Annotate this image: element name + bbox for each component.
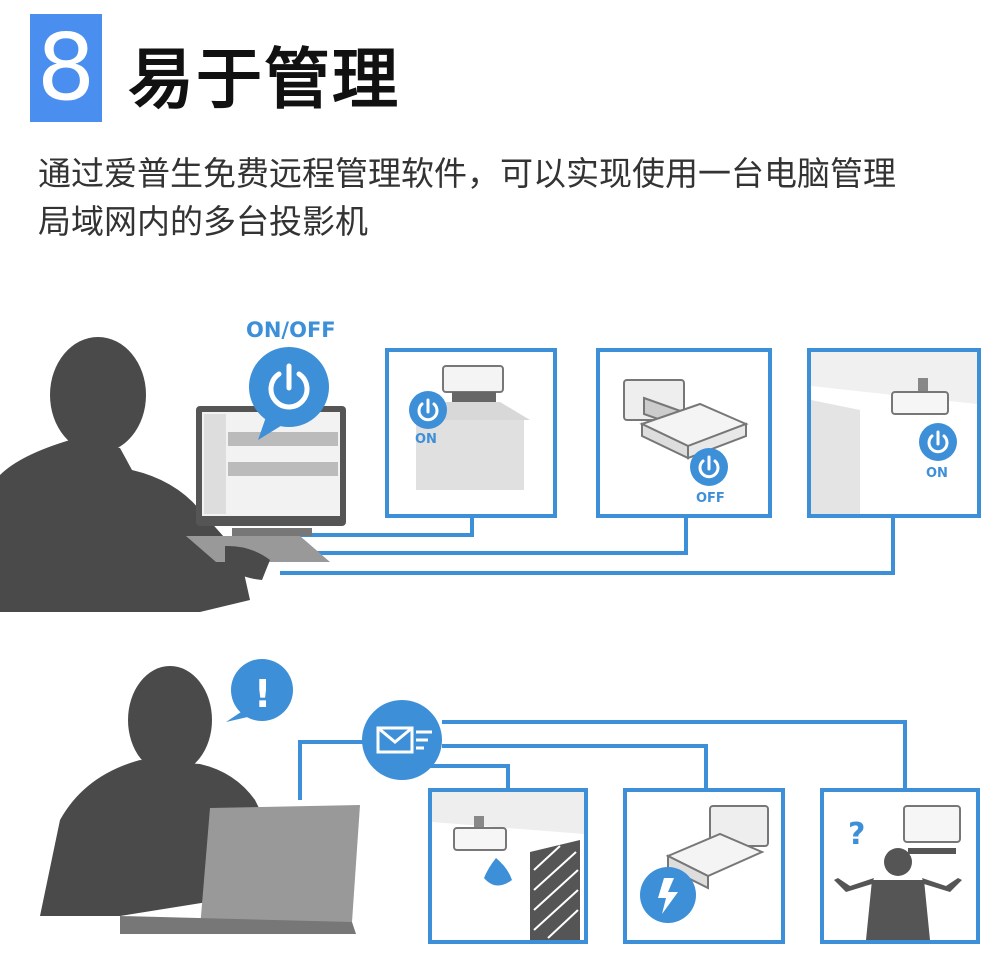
section-number-badge: 8 bbox=[30, 14, 102, 122]
projector-3-state: ON bbox=[926, 466, 948, 481]
projector-panel-1: ON bbox=[385, 348, 557, 518]
alert-panel-2 bbox=[623, 788, 785, 944]
projector-panel-2: OFF bbox=[596, 348, 772, 518]
question-symbol: ? bbox=[848, 817, 865, 852]
projector-panel-3: ON bbox=[807, 348, 981, 518]
alert-symbol: ! bbox=[254, 672, 271, 716]
alert-panel-1 bbox=[428, 788, 588, 944]
confused-person-icon bbox=[834, 848, 962, 940]
person-silhouette-top bbox=[0, 337, 250, 612]
description-line-2: 局域网内的多台投影机 bbox=[38, 202, 368, 241]
power-callout: ON/OFF bbox=[246, 318, 336, 440]
network-lines-bottom bbox=[298, 720, 907, 800]
section-description: 通过爱普生免费远程管理软件，可以实现使用一台电脑管理 局域网内的多台投影机 bbox=[38, 150, 978, 246]
laptop bbox=[120, 805, 360, 934]
power-icon bbox=[698, 455, 720, 479]
description-line-1: 通过爱普生免费远程管理软件，可以实现使用一台电脑管理 bbox=[38, 154, 896, 193]
power-icon bbox=[417, 398, 439, 422]
mail-icon bbox=[362, 700, 442, 780]
power-icon bbox=[268, 363, 310, 410]
projector-2-state: OFF bbox=[696, 491, 725, 506]
section-title: 易于管理 bbox=[128, 41, 400, 118]
projector-1-state: ON bbox=[415, 432, 437, 447]
alert-panel-3: ? bbox=[820, 788, 980, 944]
desktop-monitor bbox=[186, 406, 346, 580]
power-icon bbox=[927, 430, 949, 454]
callout-label: ON/OFF bbox=[246, 318, 336, 342]
network-lines-top bbox=[280, 515, 895, 575]
alert-bubble: ! bbox=[226, 659, 293, 722]
